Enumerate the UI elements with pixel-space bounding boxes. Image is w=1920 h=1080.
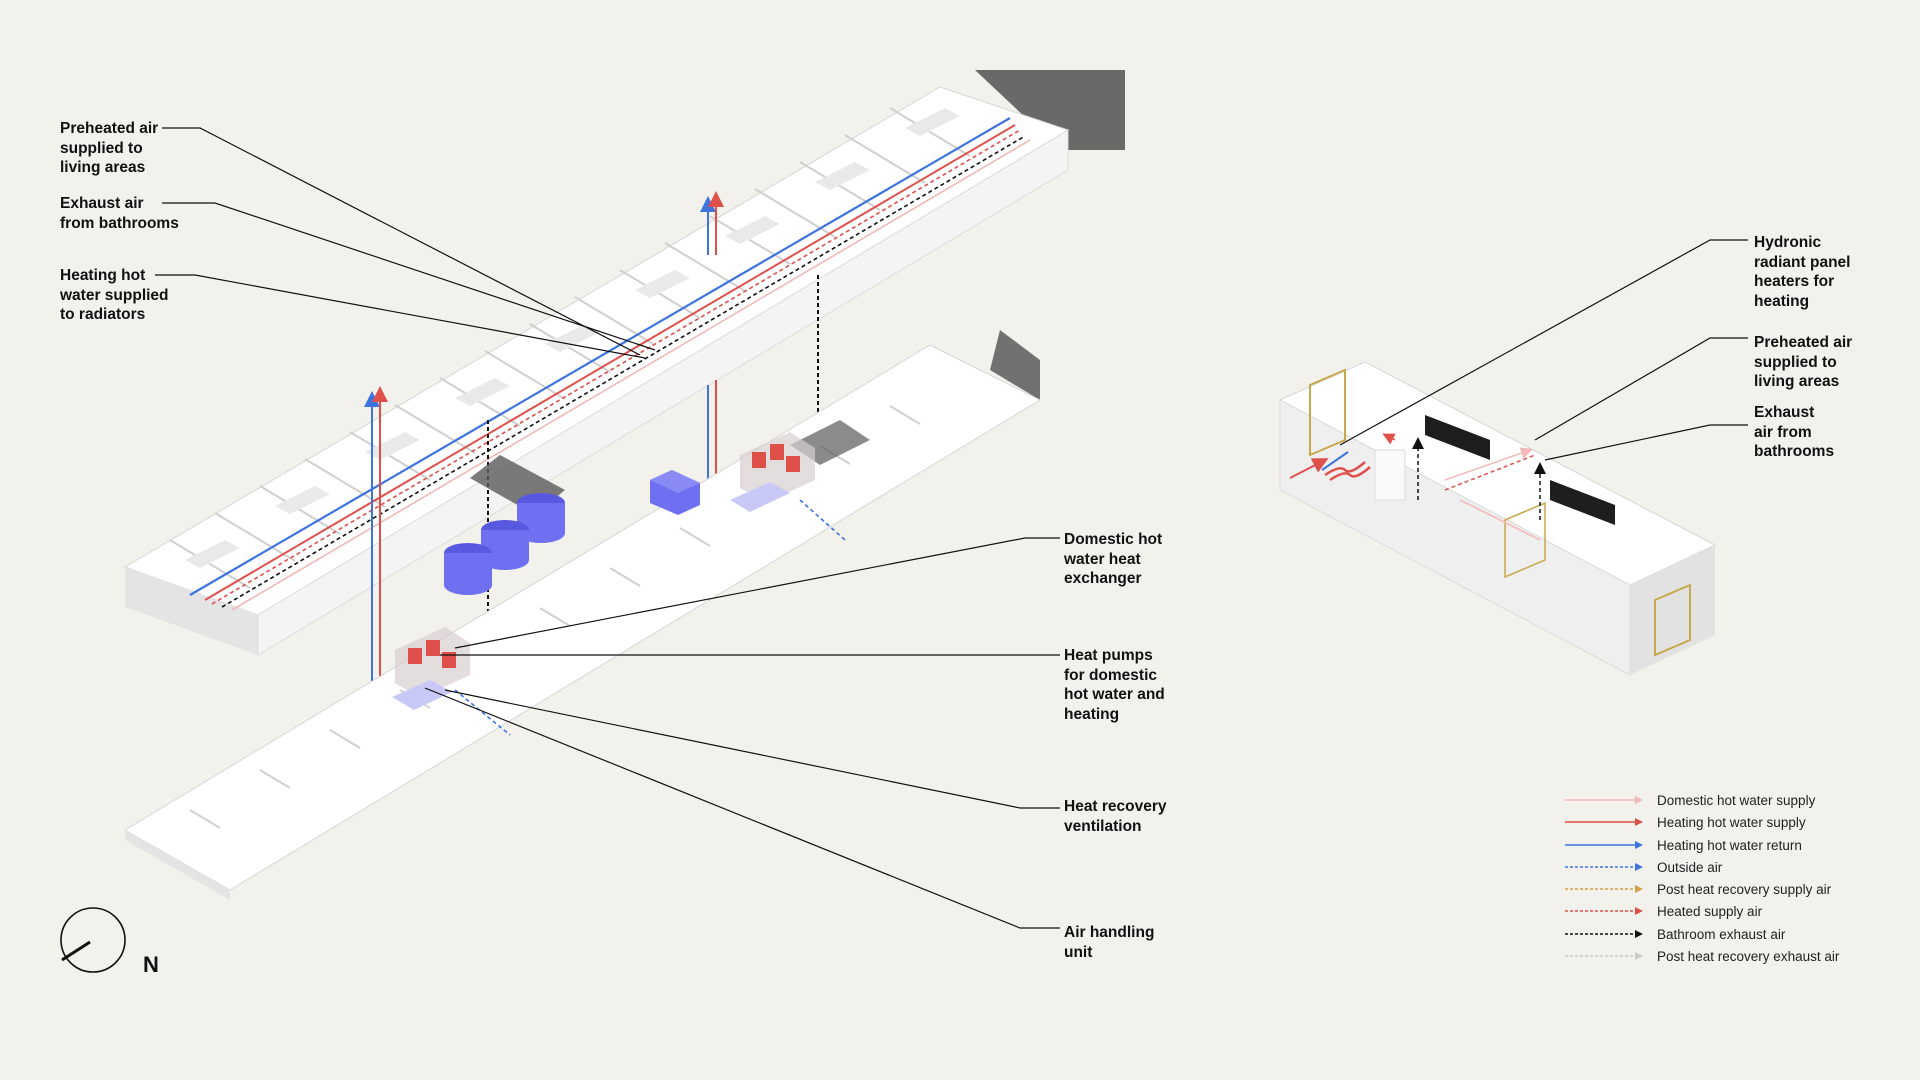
legend-item: Post heat recovery exhaust air xyxy=(1563,947,1839,965)
legend-item: Domestic hot water supply xyxy=(1563,791,1815,809)
legend-label: Heating hot water return xyxy=(1657,837,1802,853)
legend-item: Heating hot water supply xyxy=(1563,813,1806,831)
legend-item: Bathroom exhaust air xyxy=(1563,925,1785,943)
legend-label: Bathroom exhaust air xyxy=(1657,926,1786,942)
legend-swatch xyxy=(1565,930,1643,938)
compass-north-label: N xyxy=(143,952,159,977)
legend-label: Post heat recovery exhaust air xyxy=(1657,948,1840,964)
legend-arrowhead xyxy=(1635,818,1643,826)
label-hrv: Heat recovery ventilation xyxy=(1064,798,1167,835)
leader-right-preheated xyxy=(1534,337,1748,441)
label-right-exhaust-air: Exhaust air from bathrooms xyxy=(1754,404,1835,460)
callout-leaders xyxy=(155,127,1748,929)
legend-swatch xyxy=(1565,863,1643,871)
apartment-detail xyxy=(1278,361,1717,676)
leader-right-exhaust xyxy=(1544,424,1748,461)
label-ahu: Air handling unit xyxy=(1064,924,1155,961)
legend-item: Heating hot water return xyxy=(1563,836,1802,854)
legend-label: Outside air xyxy=(1657,859,1723,875)
north-compass xyxy=(60,907,126,973)
storage-tanks xyxy=(444,470,700,595)
label-right-hydronic: Hydronic radiant panel heaters for heati… xyxy=(1754,234,1851,310)
label-left-preheated-air: Preheated air supplied to living areas xyxy=(60,120,159,176)
leader-left-heating xyxy=(155,274,646,359)
legend-arrowhead xyxy=(1635,796,1643,804)
legend-swatch xyxy=(1565,952,1643,960)
legend-arrowhead xyxy=(1635,930,1643,938)
legend-label: Heating hot water supply xyxy=(1657,814,1806,830)
legend-label: Post heat recovery supply air xyxy=(1657,881,1832,897)
legend-arrowhead xyxy=(1635,907,1643,915)
legend-arrowhead xyxy=(1635,863,1643,871)
legend-swatch xyxy=(1565,841,1643,849)
legend-swatch xyxy=(1565,818,1643,826)
leader-ahu xyxy=(424,687,1060,929)
legend-arrowhead xyxy=(1635,885,1643,893)
legend-swatch xyxy=(1565,885,1643,893)
label-heat-pumps: Heat pumps for domestic hot water and he… xyxy=(1064,647,1165,723)
label-domestic-hx: Domestic hot water heat exchanger xyxy=(1064,531,1163,587)
legend-arrowhead xyxy=(1635,952,1643,960)
leader-domestic-hx xyxy=(454,537,1060,649)
plant-equipment xyxy=(392,432,846,736)
legend-swatch xyxy=(1565,907,1643,915)
leader-hrv xyxy=(444,689,1060,809)
legend-label: Domestic hot water supply xyxy=(1657,792,1816,808)
label-left-heating-water: Heating hot water supplied to radiators xyxy=(60,267,169,323)
leader-left-preheated xyxy=(162,127,641,356)
legend-item: Post heat recovery supply air xyxy=(1563,880,1831,898)
upper-floor-block xyxy=(123,70,1125,656)
legend-arrowhead xyxy=(1635,841,1643,849)
leader-right-hydronic xyxy=(1339,239,1748,446)
upper-floor-pipe-runs xyxy=(189,117,1031,611)
legend-label: Heated supply air xyxy=(1657,903,1763,919)
label-right-preheated-air: Preheated air supplied to living areas xyxy=(1754,334,1853,390)
legend-item: Outside air xyxy=(1563,858,1722,876)
label-left-exhaust-air: Exhaust air from bathrooms xyxy=(60,195,179,232)
legend-swatch xyxy=(1565,796,1643,804)
legend-item: Heated supply air xyxy=(1563,902,1762,920)
leader-left-exhaust xyxy=(162,202,656,351)
